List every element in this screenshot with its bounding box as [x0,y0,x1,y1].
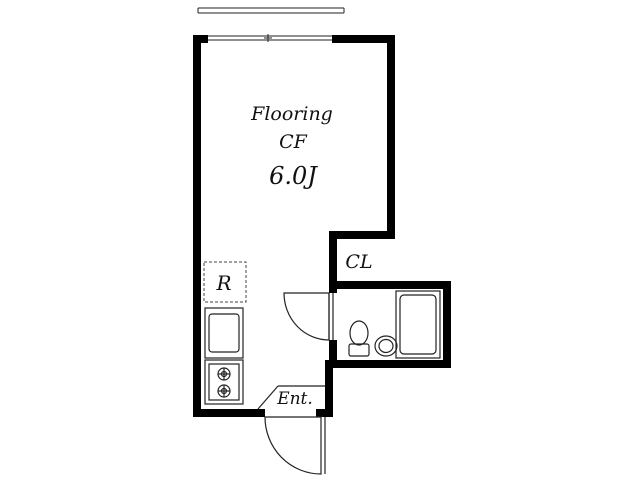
refrigerator-label: R [215,271,231,295]
kitchen-sink [204,307,244,359]
refrigerator-space [203,261,247,303]
burner-icon [217,384,231,398]
entrance-label: Ent. [276,389,313,409]
closet-label: CL [345,251,372,273]
entrance-step [257,385,325,410]
window [197,7,345,42]
walls [193,35,451,417]
burner-icon [217,367,231,381]
room-size-label: 6.0J [269,162,318,190]
bathtub [395,290,441,359]
toilet [348,320,370,357]
washbasin [374,335,398,357]
kitchen-stove [204,359,244,405]
bathroom-door [283,292,334,341]
flooring-type-label: CF [279,131,308,153]
flooring-label: Flooring [250,103,333,125]
entrance-door [264,416,326,475]
